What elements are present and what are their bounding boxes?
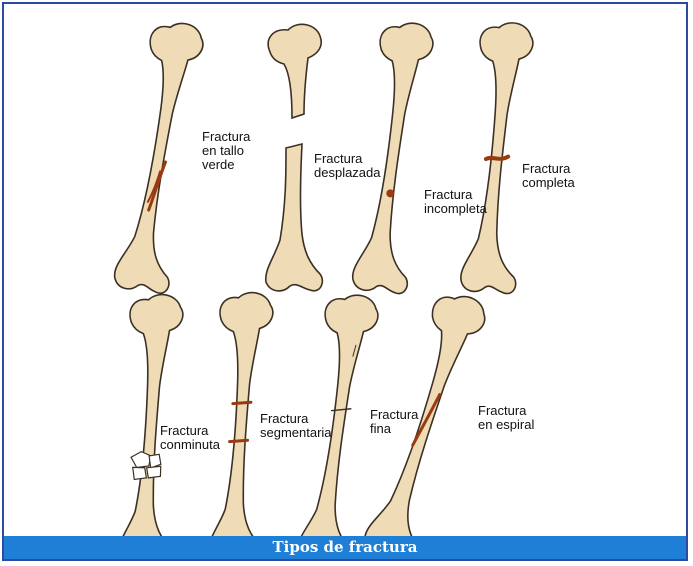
label-segmental: Fractura segmentaria [260,412,332,440]
label-comminuted: Fractura conminuta [160,424,220,452]
label-displaced: Fractura desplazada [314,152,381,180]
bones-drawing [4,4,686,540]
bone-greenstick [113,19,206,295]
bone-complete [460,21,534,295]
label-complete: Fractura completa [522,162,575,190]
label-incomplete: Fractura incompleta [424,188,487,216]
illustration: Fractura en tallo verde Fractura desplaz… [4,4,686,540]
caption-bar: Tipos de fractura [4,536,686,559]
bone-comminuted [119,293,184,540]
figure-frame: Fractura en tallo verde Fractura desplaz… [2,2,688,561]
fracture-mark [130,451,161,480]
label-greenstick: Fractura en tallo verde [202,130,250,172]
label-hairline: Fractura fina [370,408,418,436]
label-spiral: Fractura en espiral [478,404,534,432]
caption-text: Tipos de fractura [273,538,418,556]
